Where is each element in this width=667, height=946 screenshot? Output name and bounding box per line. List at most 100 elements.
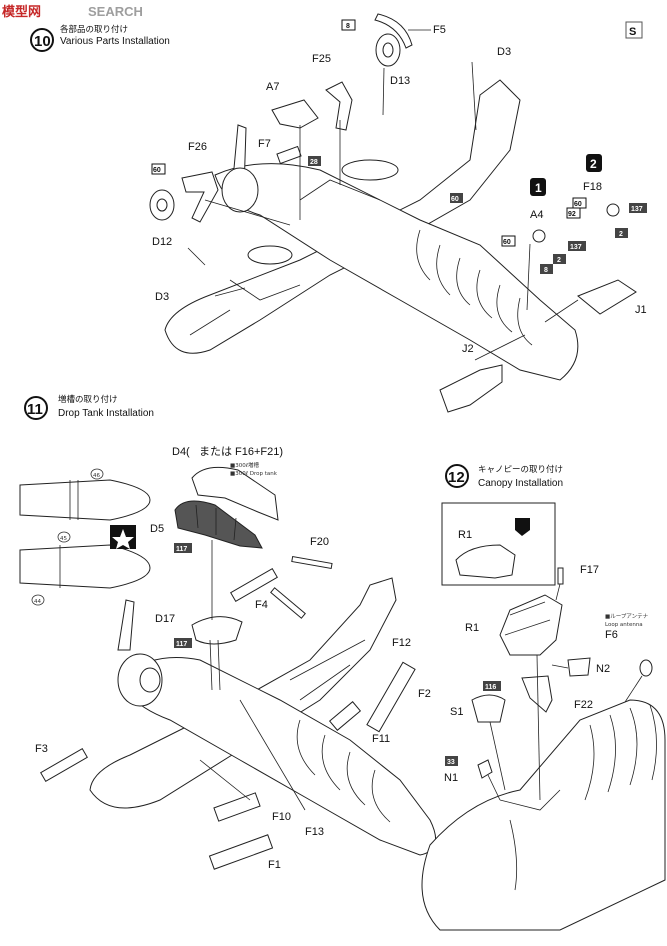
step-title-jp: 増槽の取り付け	[58, 394, 118, 405]
label-R1: R1	[465, 622, 479, 634]
label-F25: F25	[312, 53, 331, 65]
part-F10	[213, 792, 261, 822]
svg-text:60: 60	[503, 239, 511, 246]
drop-tank-decal-view-top: 46	[19, 468, 151, 521]
svg-text:117: 117	[176, 546, 187, 553]
svg-text:116: 116	[485, 684, 496, 691]
svg-text:1: 1	[535, 181, 542, 195]
label-A7: A7	[266, 81, 279, 93]
drop-tank-decal-view-bottom: 45 44	[19, 531, 151, 606]
svg-text:28: 28	[310, 159, 318, 166]
label-F22: F22	[574, 699, 593, 711]
part-F4	[230, 567, 306, 619]
paint-ref-33: 33	[445, 756, 458, 766]
svg-text:92: 92	[568, 211, 576, 218]
leader-lines-step10	[187, 29, 579, 361]
part-R1-canopy	[499, 594, 563, 656]
label-D5: D5	[150, 523, 164, 535]
step-title-en: Various Parts Installation	[60, 36, 170, 47]
paint-ref-60-f18: 60	[572, 197, 587, 209]
paint-ref-8-top: 8	[341, 19, 356, 31]
label-D13: D13	[390, 75, 410, 87]
part-F22	[521, 675, 553, 713]
step-title-jp: 各部品の取り付け	[60, 24, 128, 35]
label-J1: J1	[635, 304, 647, 316]
label-N1: N1	[444, 772, 458, 784]
part-D17-tank-rack	[191, 616, 243, 645]
part-F17	[557, 567, 564, 585]
part-F3	[40, 747, 88, 783]
aircraft-underside-step10	[164, 79, 579, 381]
label-F17: F17	[580, 564, 599, 576]
svg-text:2: 2	[590, 157, 597, 171]
label-R1-inset: R1	[458, 529, 472, 541]
part-D12-tailwheel	[149, 189, 175, 221]
step-number: 12	[448, 469, 465, 486]
svg-text:60: 60	[451, 196, 459, 203]
part-F25-gear-leg	[325, 81, 353, 131]
part-D4-tank-shell	[191, 466, 279, 521]
label-D3-bottom: D3	[155, 291, 169, 303]
label-N2: N2	[596, 663, 610, 675]
part-F20	[291, 555, 333, 570]
paint-ref-60-wing: 60	[450, 193, 463, 203]
step-number-circle	[30, 28, 54, 52]
paint-ref-137-f18: 137	[629, 203, 647, 213]
paint-ref-117-tank: 117	[174, 543, 192, 553]
svg-text:137: 137	[570, 244, 582, 251]
part-A7	[271, 99, 319, 129]
label-F7: F7	[258, 138, 271, 150]
label-F20: F20	[310, 536, 329, 548]
label-F26: F26	[188, 141, 207, 153]
part-N1	[477, 759, 493, 779]
label-D12: D12	[152, 236, 172, 248]
svg-text:S: S	[629, 26, 636, 38]
step-number: 11	[27, 401, 43, 418]
leader-lines-step12	[487, 583, 569, 801]
part-S1-seat	[471, 694, 506, 723]
label-F5: F5	[433, 24, 446, 36]
paint-ref-116: 116	[483, 681, 501, 691]
part-F26	[181, 171, 219, 223]
part-F1	[208, 834, 274, 870]
aircraft-underside-step11	[89, 577, 437, 856]
variant-marker-2: 2	[586, 154, 602, 172]
decal-ref-44: 44	[34, 599, 41, 605]
label-F1: F1	[268, 859, 281, 871]
svg-text:2: 2	[619, 231, 623, 238]
label-F6: F6	[605, 629, 618, 641]
label-F3: F3	[35, 743, 48, 755]
label-D4: D4(	[172, 446, 190, 458]
label-F2: F2	[418, 688, 431, 700]
label-F4: F4	[255, 599, 268, 611]
part-D13-wheel	[375, 33, 401, 116]
decal-ref-45: 45	[60, 536, 67, 542]
svg-text:33: 33	[447, 759, 455, 766]
paint-ref-2-a4: 2	[553, 254, 566, 264]
step-number: 10	[34, 33, 51, 50]
canopy-inset-box: R1	[441, 502, 556, 586]
label-F13: F13	[305, 826, 324, 838]
part-F5-gear-door	[374, 13, 413, 49]
label-F12: F12	[392, 637, 411, 649]
part-F2	[366, 661, 416, 733]
step-title-jp: キャノピーの取り付け	[478, 464, 563, 475]
label-D17: D17	[155, 613, 175, 625]
paint-ref-92: 92	[566, 207, 581, 219]
step-title-en: Canopy Installation	[478, 478, 563, 489]
label-D4-option-jp: ■300ℓ増槽	[230, 461, 259, 469]
svg-text:117: 117	[176, 641, 187, 648]
step-12-header: 12 キャノピーの取り付け Canopy Installation	[445, 464, 563, 489]
decal-ref-46: 46	[93, 473, 100, 479]
svg-text:2: 2	[557, 257, 561, 264]
label-D4-alt: または F16+F21)	[199, 445, 283, 458]
leader-lines-step11	[199, 540, 366, 811]
label-F18: F18	[583, 181, 602, 193]
paint-ref-60-a4: 60	[501, 235, 516, 247]
part-N2	[567, 657, 591, 677]
label-F10: F10	[272, 811, 291, 823]
svg-text:8: 8	[346, 23, 350, 30]
part-J1-flap	[577, 279, 637, 315]
svg-text:60: 60	[574, 201, 582, 208]
